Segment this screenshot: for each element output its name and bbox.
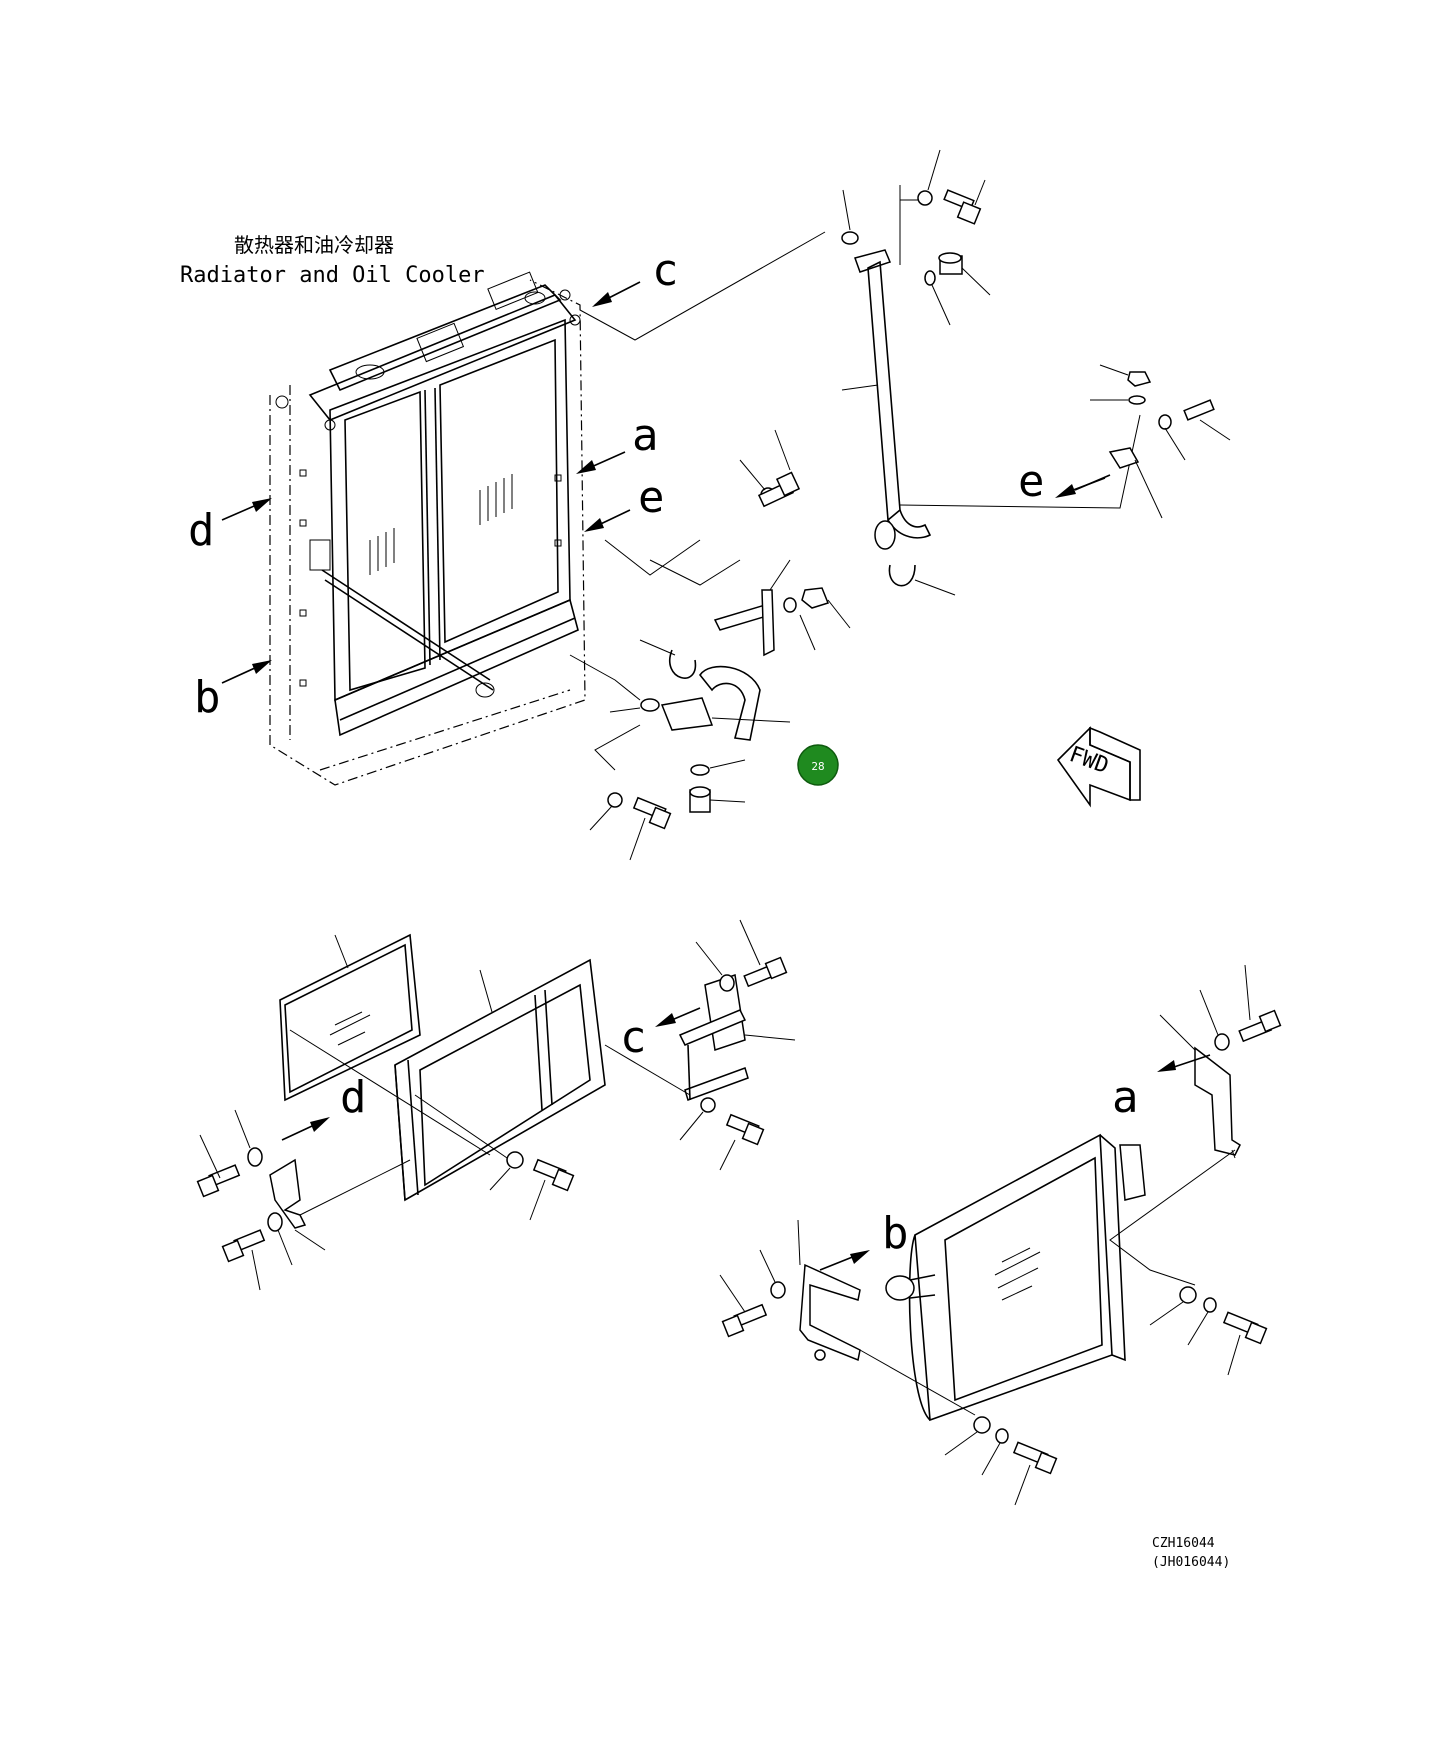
callout-marker-label: 28 (811, 760, 824, 773)
frame-panel (394, 958, 606, 1202)
middle-pipe-assembly (589, 429, 851, 861)
label-c-top: c (652, 245, 679, 296)
oil-cooler (885, 1133, 1146, 1422)
bracket-a (1109, 964, 1282, 1286)
fwd-label: FWD (1066, 742, 1112, 779)
callout-marker[interactable] (797, 744, 839, 786)
label-a-lower: a (1112, 1072, 1139, 1123)
label-e-right: e (1018, 456, 1045, 507)
drawing-code-alt: (JH016044) (1152, 1555, 1230, 1570)
long-pipe (841, 231, 932, 587)
radiator-assembly (269, 271, 586, 786)
label-c-lower: c (620, 1012, 647, 1063)
label-arrows-lower-left (281, 1007, 701, 1141)
bracket-b (719, 1219, 976, 1416)
connection-lines-top (569, 185, 1141, 771)
hardware-cooler (944, 1286, 1268, 1506)
label-d-top: d (188, 505, 215, 556)
fwd-indicator (1056, 726, 1141, 808)
hardware-top-right (842, 149, 1231, 596)
label-b-top: b (194, 672, 221, 723)
label-e-top: e (638, 472, 665, 523)
label-a-top: a (632, 410, 659, 461)
label-d-lower: d (340, 1072, 367, 1123)
bracket-c (604, 919, 796, 1171)
guard-panel (279, 933, 491, 1156)
title-en: Radiator and Oil Cooler (180, 263, 485, 288)
drawing-code: CZH16044 (1152, 1536, 1215, 1551)
label-b-lower: b (882, 1208, 909, 1259)
title-zh: 散热器和油冷却器 (234, 233, 394, 257)
label-arrows-top (221, 281, 1111, 684)
hardware-lower-left (196, 1109, 575, 1291)
